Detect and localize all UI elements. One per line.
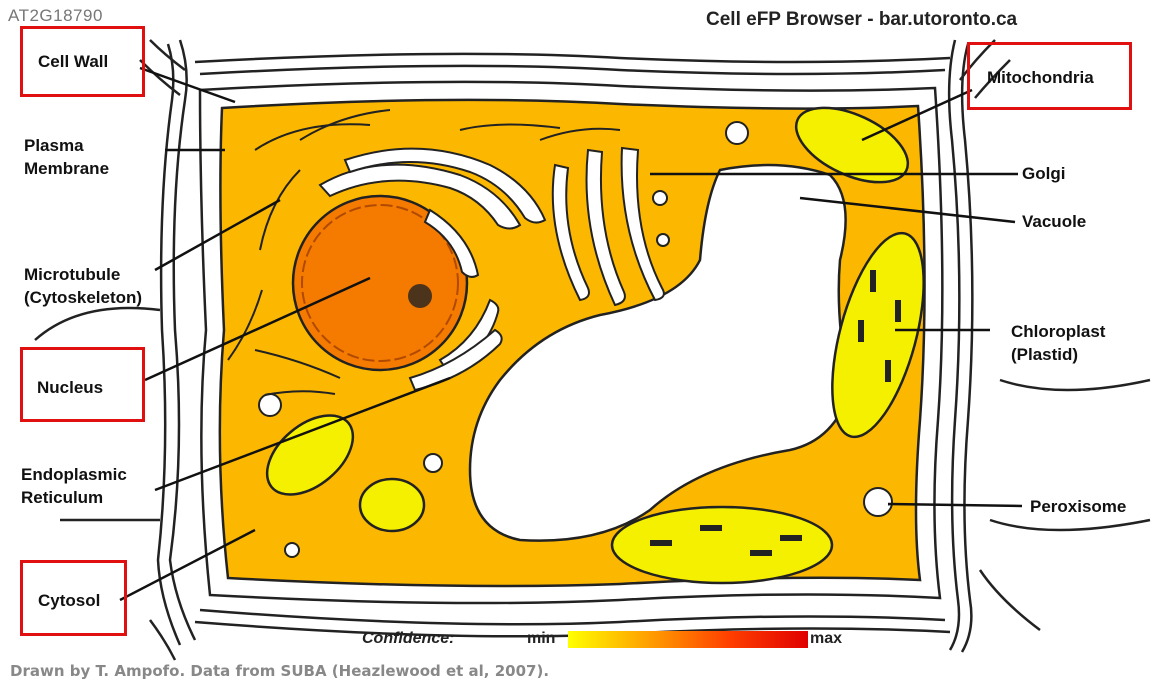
label-microtubule-1: Microtubule (24, 264, 120, 286)
label-chloroplast-2: (Plastid) (1011, 344, 1078, 366)
label-plasma-membrane-2: Membrane (24, 158, 109, 180)
label-plasma-membrane-1: Plasma (24, 135, 84, 157)
highlight-cytosol (20, 560, 127, 636)
legend-min: min (527, 630, 555, 648)
highlight-mitochondria (967, 42, 1132, 110)
highlight-nucleus (20, 347, 145, 422)
label-vacuole: Vacuole (1022, 211, 1086, 233)
confidence-gradient (568, 631, 808, 648)
highlight-cell-wall (20, 26, 145, 97)
legend-title: Confidence: (362, 630, 454, 648)
label-golgi: Golgi (1022, 163, 1065, 185)
label-er-1: Endoplasmic (21, 464, 127, 486)
label-chloroplast-1: Chloroplast (1011, 321, 1105, 343)
label-er-2: Reticulum (21, 487, 103, 509)
label-peroxisome: Peroxisome (1030, 496, 1126, 518)
legend-max: max (810, 630, 842, 648)
label-microtubule-2: (Cytoskeleton) (24, 287, 142, 309)
footer-credit: Drawn by T. Ampofo. Data from SUBA (Heaz… (10, 662, 549, 680)
nucleolus (408, 284, 432, 308)
